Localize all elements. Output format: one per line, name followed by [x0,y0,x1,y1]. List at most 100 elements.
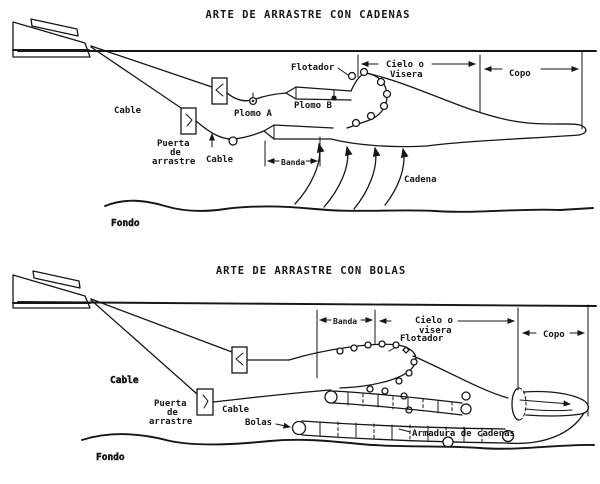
float [336,347,344,355]
plomo-a-weight [248,92,258,106]
bobbin-ball [501,429,515,443]
float [379,101,389,111]
float [364,341,372,349]
bottom-diagram-title: ARTE DE ARRASTRE CON BOLAS [216,265,406,277]
label-puerta-2: de [170,148,181,158]
float [359,67,369,77]
float [395,377,403,385]
label-cielo-2: visera [419,325,452,336]
chain [353,146,381,210]
armadura-leader-line [398,428,411,433]
codend-hoop [511,387,520,421]
weight-dot [331,95,337,101]
otter-board-lower [180,107,197,135]
label-puerta-1: Puerta [154,399,187,409]
bobbin-ball [460,403,472,415]
flotador-leader-line [337,67,349,76]
label-flotador: Flotador [291,63,335,73]
otter-board [211,77,228,105]
otter-board-lower [196,388,214,416]
net-mouth-and-body [330,72,587,148]
float-diamond [402,346,410,354]
label-copo: Copo [509,69,531,79]
chains [294,142,409,210]
float [366,385,374,393]
net-wing-upper [285,86,352,101]
otter-board [196,388,214,416]
warp-cables [90,298,233,395]
label-cable-warp: Cable [110,375,139,386]
label-banda: Banda [333,317,357,326]
float [347,71,357,81]
label-puerta-3: arrastre [149,417,193,427]
float [381,387,389,395]
puerta-label: Puerta de arrastre [152,139,196,167]
top-diagram: ARTE DE ARRASTRE CON CADENAS Cable Puert… [12,9,597,229]
label-cielo-1: Cielo o [415,315,453,326]
label-cielo-2: Visera [390,69,423,80]
codend-hoop-back [518,387,527,421]
label-cadena: Cadena [404,175,437,185]
label-bolas: Bolas [245,418,272,428]
bridle-lines [212,359,332,403]
cielo-visera-dimension: Cielo o visera [379,307,519,391]
vessel-cabin [30,18,79,37]
vessel-cabin [32,270,81,289]
float [382,89,392,99]
label-copo: Copo [543,330,565,340]
shackle-icon [215,83,224,97]
chain [384,147,409,206]
float [350,344,358,352]
label-puerta-1: Puerta [157,139,190,149]
puerta-label: Puerta de arrastre [149,399,193,427]
otter-board [231,346,248,374]
copo-dimension: Copo [484,51,583,130]
label-cable-bridle: Cable [222,405,250,415]
fishing-vessel [12,18,91,58]
banda-dimension: Banda [264,136,321,167]
label-banda: Banda [281,158,305,167]
label-puerta-3: arrastre [152,157,196,167]
otter-board [180,107,197,135]
fishing-vessel [12,270,91,309]
net-wing-lower [263,124,334,140]
banda-dimension: Banda [316,309,376,379]
shackle-icon [185,113,193,127]
float [366,111,376,121]
net-top-panel [288,343,509,399]
float [351,118,361,128]
seabed-line [81,433,595,450]
label-plomo-b: Plomo B [294,101,333,111]
label-plomo-a: Plomo A [234,109,273,119]
sea-surface-line [17,301,597,307]
float [376,77,386,87]
float [392,341,400,349]
label-cable-warp: Cable [114,106,142,116]
label-fondo: Fondo [111,218,140,229]
shackle-icon [202,394,209,409]
vessel-hull [12,21,91,58]
shackle-icon [235,352,244,366]
chain [323,145,353,208]
chain-armature-band-lower [291,420,515,448]
label-fondo: Fondo [96,452,125,463]
plomo-b-weight [331,89,337,101]
label-cable-bridle: Cable [206,155,234,165]
seabed-line [104,199,594,213]
chain [294,142,325,205]
weight-dot [251,99,255,103]
copo-dimension: Copo [522,304,589,417]
bobbin-ball [324,390,338,404]
weight-ring-lower [228,136,238,146]
top-diagram-title: ARTE DE ARRASTRE CON CADENAS [205,9,410,21]
label-cielo-1: Cielo o [386,59,424,70]
bottom-diagram: ARTE DE ARRASTRE CON BOLAS Cable Puerta … [12,265,597,463]
label-flotador: Flotador [400,334,444,344]
codend [504,387,590,445]
bobbin-ball [461,391,471,401]
float [378,340,386,348]
warp-cables [90,45,213,111]
chain-armature-band-upper [324,390,472,416]
